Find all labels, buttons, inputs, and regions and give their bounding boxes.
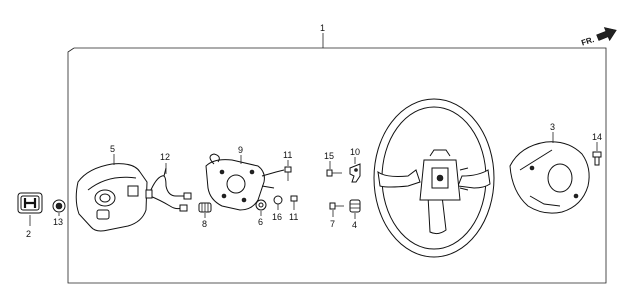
bolt-part-15: [326, 169, 342, 177]
horn-cover-part-5: [75, 163, 148, 232]
callout-16: 16: [272, 212, 282, 222]
wire-harness-part-12: [145, 167, 192, 212]
screw-part-7: [329, 202, 344, 210]
arrow-right-icon: [596, 27, 617, 42]
assembly-frame: [67, 33, 607, 284]
screw-part-16: [273, 195, 283, 210]
screw-part-11-lower: [290, 195, 298, 210]
callout-2: 2: [26, 229, 31, 239]
screw-part-11-upper: [284, 166, 292, 181]
honda-h-emblem-icon: [17, 192, 43, 214]
horn-plate-part-9: [205, 153, 285, 211]
direction-indicator: FR.: [580, 27, 617, 48]
callout-6: 6: [258, 217, 263, 227]
collar-part-8: [198, 202, 212, 213]
callout-13: 13: [53, 217, 63, 227]
callout-15: 15: [324, 151, 334, 161]
callout-7: 7: [330, 219, 335, 229]
callout-9: 9: [238, 145, 243, 155]
nut-part-4: [349, 199, 361, 213]
callout-14: 14: [592, 132, 602, 142]
callout-8: 8: [202, 219, 207, 229]
rear-cover-part-3: [509, 141, 590, 214]
steering-wheel: [373, 98, 495, 258]
callout-10: 10: [350, 147, 360, 157]
callout-1: 1: [320, 23, 325, 33]
bracket-part-10: [349, 163, 361, 183]
callout-5: 5: [110, 144, 115, 154]
screw-part-14: [592, 151, 602, 166]
nut-part-13: [52, 199, 66, 213]
callout-11-lower: 11: [289, 212, 298, 222]
callout-4: 4: [352, 220, 357, 230]
callout-11-upper: 11: [283, 150, 292, 160]
callout-labels: 1 2 3 4 5 6 7 8 9 10 11 11 12 13 14 15 1…: [26, 23, 602, 239]
callout-3: 3: [550, 122, 555, 132]
washer-part-6: [255, 199, 267, 211]
callout-12: 12: [160, 152, 170, 162]
direction-label: FR.: [580, 35, 595, 48]
